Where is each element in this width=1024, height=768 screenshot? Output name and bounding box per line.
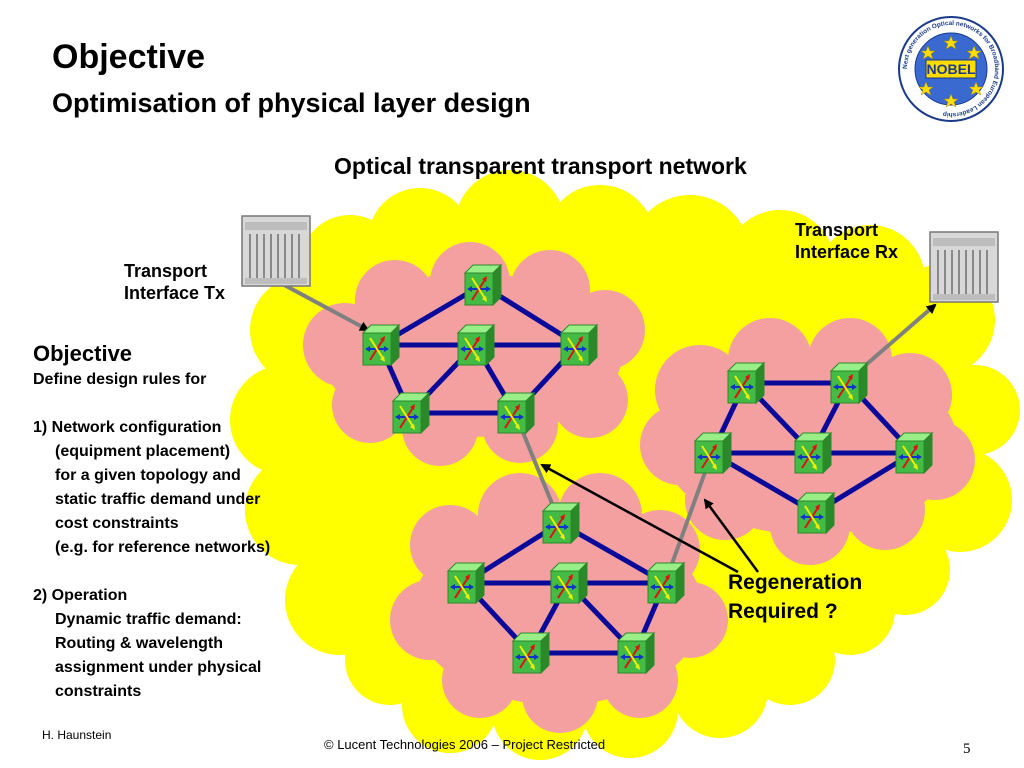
objective-text: Objective Define design rules for 1) Net… — [33, 340, 270, 704]
optical-node — [797, 492, 835, 534]
rx-label-line: Transport — [795, 220, 879, 240]
page-number: 5 — [963, 741, 971, 757]
transport-interface-rx-equipment — [929, 231, 999, 303]
optical-node — [447, 562, 485, 604]
rx-label-line: Interface Rx — [795, 242, 899, 262]
transport-interface-rx-label: Transport Interface Rx — [795, 219, 898, 263]
optical-node — [392, 392, 430, 434]
item-2-line: constraints — [55, 683, 142, 700]
item-1-title: 1) Network configuration — [33, 419, 222, 436]
optical-node — [694, 432, 732, 474]
optical-node — [550, 562, 588, 604]
item-2-title: 2) Operation — [33, 587, 128, 604]
item-1-line: (equipment placement) — [55, 443, 231, 460]
objective-heading: Objective — [33, 341, 133, 366]
item-1-line: static traffic demand under — [55, 491, 261, 508]
optical-node — [560, 324, 598, 366]
optical-node — [794, 432, 832, 474]
optical-node — [830, 362, 868, 404]
item-1-line: (e.g. for reference networks) — [55, 539, 271, 556]
regeneration-label-line: Required ? — [728, 600, 838, 623]
regeneration-label-line: Regeneration — [728, 571, 863, 594]
author: H. Haunstein — [42, 728, 112, 742]
transport-interface-tx-label: Transport Interface Tx — [124, 260, 225, 304]
optical-node — [727, 362, 765, 404]
nobel-logo: NOBEL Next generation Optical networks f… — [898, 16, 1004, 122]
optical-node — [647, 562, 685, 604]
optical-node — [512, 632, 550, 674]
diagram-title: Optical transparent transport network — [334, 153, 747, 179]
transport-interface-tx-equipment — [241, 215, 311, 287]
regeneration-arrows — [540, 463, 760, 574]
optical-node — [497, 392, 535, 434]
item-2-line: assignment under physical — [55, 659, 262, 676]
tx-label-line: Transport — [124, 261, 208, 281]
optical-node — [464, 264, 502, 306]
optical-node — [542, 502, 580, 544]
item-2-line: Dynamic traffic demand: — [55, 611, 242, 628]
optical-node — [362, 324, 400, 366]
item-1-line: cost constraints — [55, 515, 179, 532]
item-2-line: Routing & wavelength — [55, 635, 223, 652]
tx-label-line: Interface Tx — [124, 283, 226, 303]
optical-node — [457, 324, 495, 366]
optical-node — [895, 432, 933, 474]
copyright: © Lucent Technologies 2006 – Project Res… — [324, 737, 606, 752]
page-title: Objective — [52, 38, 206, 76]
page-subtitle: Optimisation of physical layer design — [52, 88, 531, 118]
item-1-line: for a given topology and — [55, 467, 241, 484]
optical-node — [617, 632, 655, 674]
objective-intro: Define design rules for — [33, 371, 207, 388]
regeneration-label: Regeneration Required ? — [728, 568, 862, 626]
logo-text: NOBEL — [927, 61, 976, 77]
